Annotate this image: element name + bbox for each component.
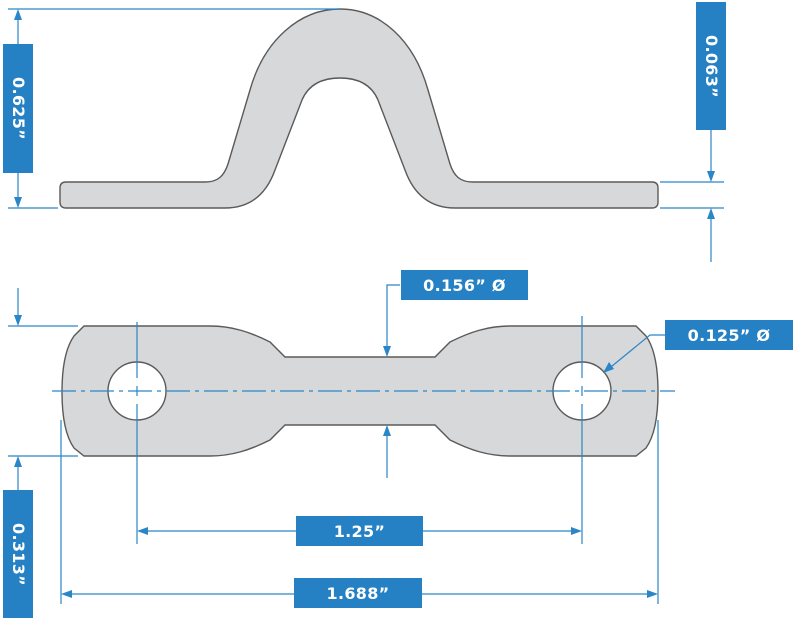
end-width-arrow-top [14, 315, 22, 326]
neck-width-arrow-top [383, 346, 391, 357]
neck-width-arrow-bottom [383, 425, 391, 436]
neck-width-leader-top [386, 284, 400, 354]
overall-length-text: 1.688” [326, 583, 390, 603]
thickness-arrow-top [707, 171, 715, 182]
hole-spacing-arrow-right [571, 527, 582, 535]
hole-spacing-label: 1.25” [296, 516, 423, 546]
neck-width-text: 0.156” Ø [423, 275, 506, 295]
thickness-text: 0.063” [701, 34, 721, 98]
hole-diameter-label: 0.125” Ø [665, 320, 793, 350]
overall-height-label: 0.625” [3, 44, 33, 173]
thickness-arrow-bottom [707, 208, 715, 219]
thickness-label: 0.063” [696, 2, 726, 130]
end-width-arrow-bottom [14, 456, 22, 467]
hole-diameter-leader [605, 334, 665, 372]
hole-diameter-arrow [603, 362, 614, 373]
overall-length-arrow-right [647, 590, 658, 598]
hole-diameter-text: 0.125” Ø [687, 325, 771, 345]
hole-spacing-arrow-left [137, 527, 148, 535]
overall-length-arrow-left [61, 590, 72, 598]
end-width-text: 0.313” [8, 522, 28, 586]
end-width-label: 0.313” [3, 490, 33, 618]
hole-spacing-text: 1.25” [333, 521, 386, 541]
neck-width-label: 0.156” Ø [401, 270, 528, 300]
height-arrow-top [14, 9, 22, 20]
overall-length-label: 1.688” [294, 578, 422, 608]
height-arrow-bottom [14, 197, 22, 208]
side-view-profile [59, 8, 659, 209]
overall-height-text: 0.625” [8, 77, 28, 140]
